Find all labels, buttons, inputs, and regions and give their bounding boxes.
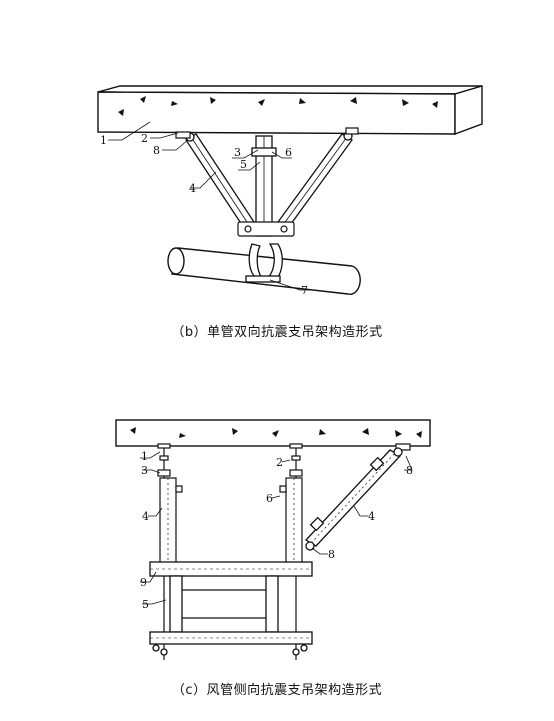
- callout-b-2: 2: [141, 132, 148, 145]
- concrete-texture-b: [118, 96, 438, 116]
- vertical-channel-b: [251, 135, 277, 237]
- callout-b-7: 7: [301, 284, 308, 297]
- callout-c-8: 8: [406, 464, 413, 477]
- diagonal-brace-c: [304, 447, 403, 551]
- callout-c-6: 6: [266, 492, 273, 505]
- caption-figure-b: （b）单管双向抗震支吊架构造形式: [171, 325, 383, 340]
- pipe-b: [167, 247, 361, 295]
- pipe-clamp-b: [245, 243, 283, 283]
- right-hanger-c: [279, 446, 303, 660]
- callout-c-9: 9: [140, 576, 147, 589]
- ceiling-anchor-b: [175, 127, 359, 139]
- callout-labels-b: 1 2 8 3 5 6 4 7: [100, 132, 308, 297]
- callout-c-4-right: 4: [368, 510, 375, 523]
- callout-c-3: 3: [141, 464, 148, 477]
- caption-figure-c: （c）风管侧向抗震支吊架构造形式: [171, 683, 383, 698]
- callout-b-1: 1: [100, 134, 107, 147]
- callout-c-2: 2: [276, 456, 283, 469]
- callout-b-6: 6: [285, 146, 292, 159]
- callout-c-1: 1: [141, 450, 148, 463]
- callout-b-3: 3: [234, 146, 241, 159]
- ceiling-anchors-c: [157, 443, 411, 451]
- callout-b-5: 5: [240, 158, 247, 171]
- channel-connector-b: [237, 221, 295, 237]
- callout-c-8-lower: 8: [328, 548, 335, 561]
- left-hanger-c: [157, 446, 183, 660]
- callout-labels-c: 1 3 2 8 6 4 4 8 9 5: [140, 450, 413, 611]
- leader-lines-b: [108, 121, 310, 291]
- concrete-texture-c: [130, 427, 422, 438]
- callout-c-5: 5: [142, 598, 149, 611]
- callout-b-8: 8: [153, 144, 160, 157]
- callout-b-4: 4: [189, 182, 196, 195]
- left-brace-b: [185, 132, 255, 229]
- callout-c-4-left: 4: [142, 510, 149, 523]
- duct-c: [149, 561, 313, 656]
- leader-lines-c: [140, 451, 413, 605]
- ceiling-slab-b: [97, 85, 483, 136]
